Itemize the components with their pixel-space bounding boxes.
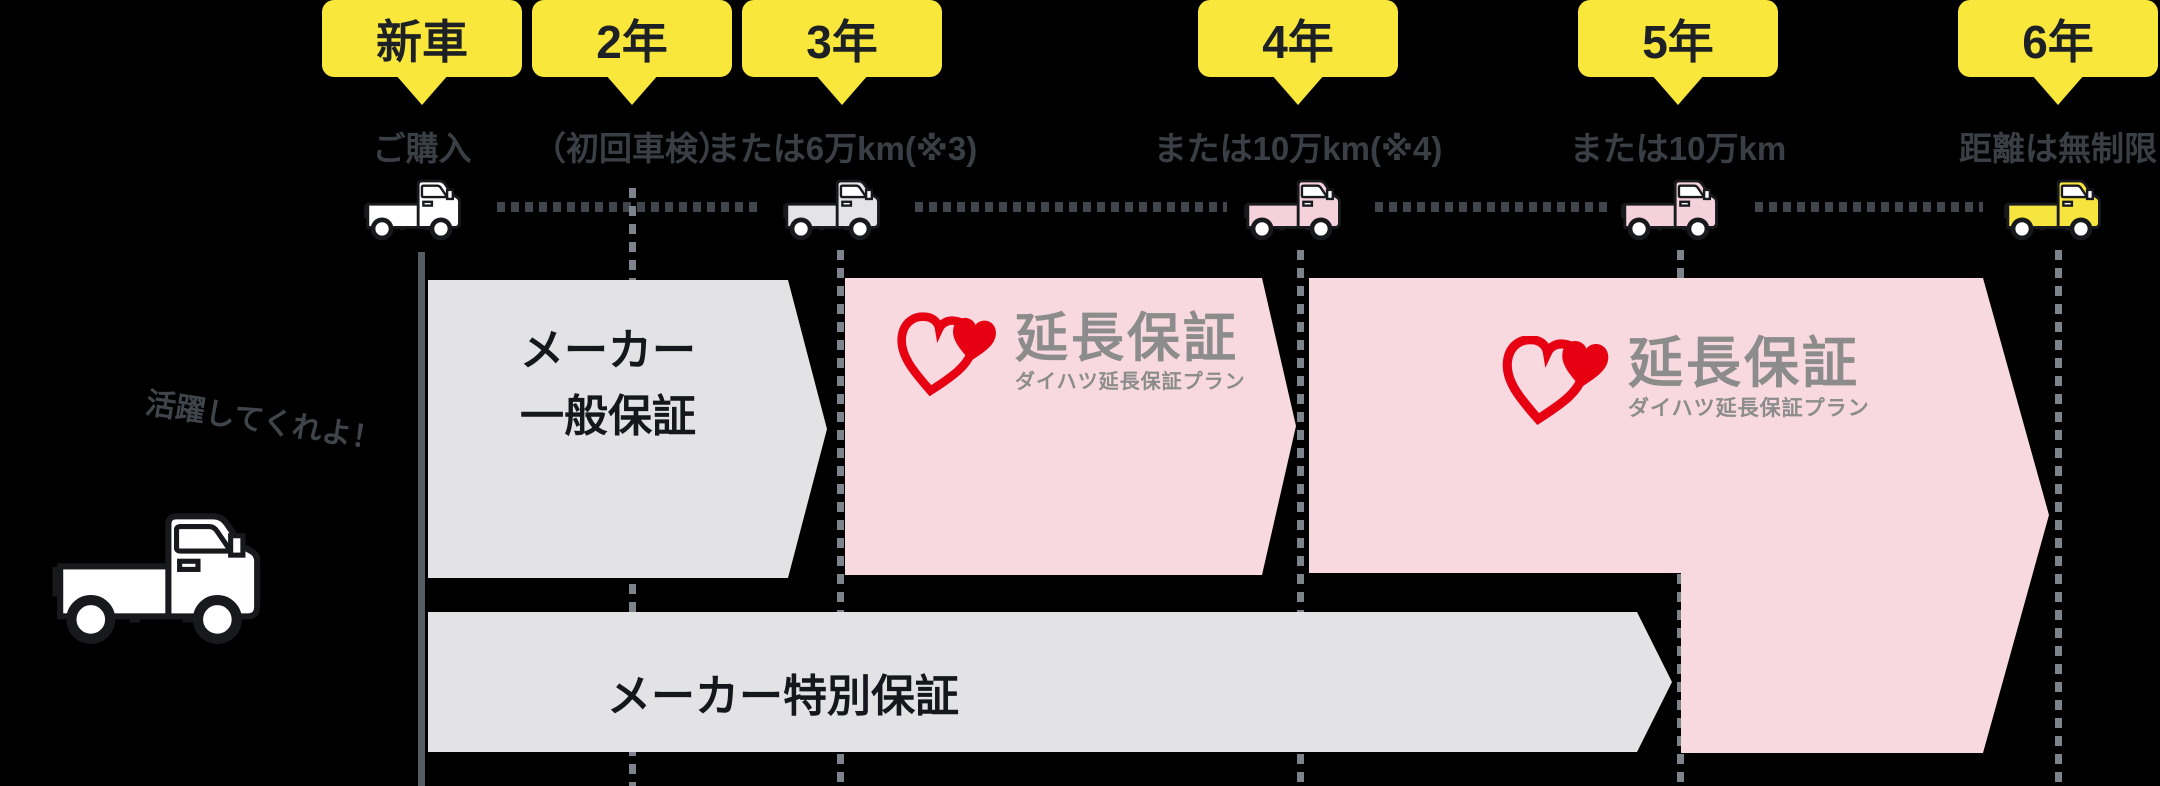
timeline-dotted-segment xyxy=(1375,202,1610,212)
truck-illustration-new xyxy=(364,174,478,241)
year-tag-6year: 6年 xyxy=(1958,0,2158,77)
maker-general-warranty-band: メーカー 一般保証 xyxy=(428,280,827,578)
maker-special-warranty-label: メーカー特別保証 xyxy=(607,672,959,721)
truck-illustration-6year xyxy=(2004,174,2118,241)
year-tag-3year: 3年 xyxy=(742,0,942,77)
extended-warranty-subtitle: ダイハツ延長保証プラン xyxy=(1628,397,1870,420)
year-tag-4year: 4年 xyxy=(1198,0,1398,77)
heart-logo-icon xyxy=(893,312,1005,404)
year-tag-5year: 5年 xyxy=(1578,0,1778,77)
sub-label-60000km: または6万km(※3) xyxy=(706,130,978,167)
truck-illustration-4year xyxy=(1244,174,1358,241)
maker-general-warranty-line2: 一般保証 xyxy=(520,392,696,441)
timeline-dotted-segment xyxy=(1755,202,1983,212)
truck-illustration-3year xyxy=(783,174,897,241)
extended-warranty-subtitle: ダイハツ延長保証プラン xyxy=(1015,371,1246,393)
year-tag-new-car: 新車 xyxy=(322,0,522,77)
extended-warranty-title: 延長保証 xyxy=(1628,332,1861,394)
heart-logo-icon xyxy=(1498,336,1618,432)
maker-general-warranty-line1: メーカー xyxy=(520,326,696,375)
year-tag-2year: 2年 xyxy=(532,0,732,77)
hero-truck-illustration xyxy=(52,502,297,645)
sub-label-unlimited: 距離は無制限 xyxy=(1959,130,2157,167)
sub-label-first-shaken: （初回車検） xyxy=(533,130,731,167)
timeline-dotted-segment xyxy=(915,202,1227,212)
extended-warranty-band-1 xyxy=(845,278,1296,575)
extended-warranty-logo: 延長保証 ダイハツ延長保証プラン xyxy=(893,312,1246,404)
sub-label-purchase: ご購入 xyxy=(372,130,472,167)
sub-label-100000km: または10万km xyxy=(1569,130,1787,167)
truck-illustration-5year xyxy=(1621,174,1735,241)
extended-warranty-title: 延長保証 xyxy=(1015,309,1239,368)
guide-line-4year xyxy=(1297,250,1304,786)
maker-special-warranty-band: メーカー特別保証 xyxy=(428,612,1672,752)
guide-line-new-car xyxy=(418,252,425,786)
extended-warranty-logo: 延長保証 ダイハツ延長保証プラン xyxy=(1498,336,1870,432)
guide-line-3year xyxy=(837,250,844,786)
guide-line-6year xyxy=(2055,250,2062,786)
sub-label-100000km-4: または10万km(※4) xyxy=(1153,130,1443,167)
